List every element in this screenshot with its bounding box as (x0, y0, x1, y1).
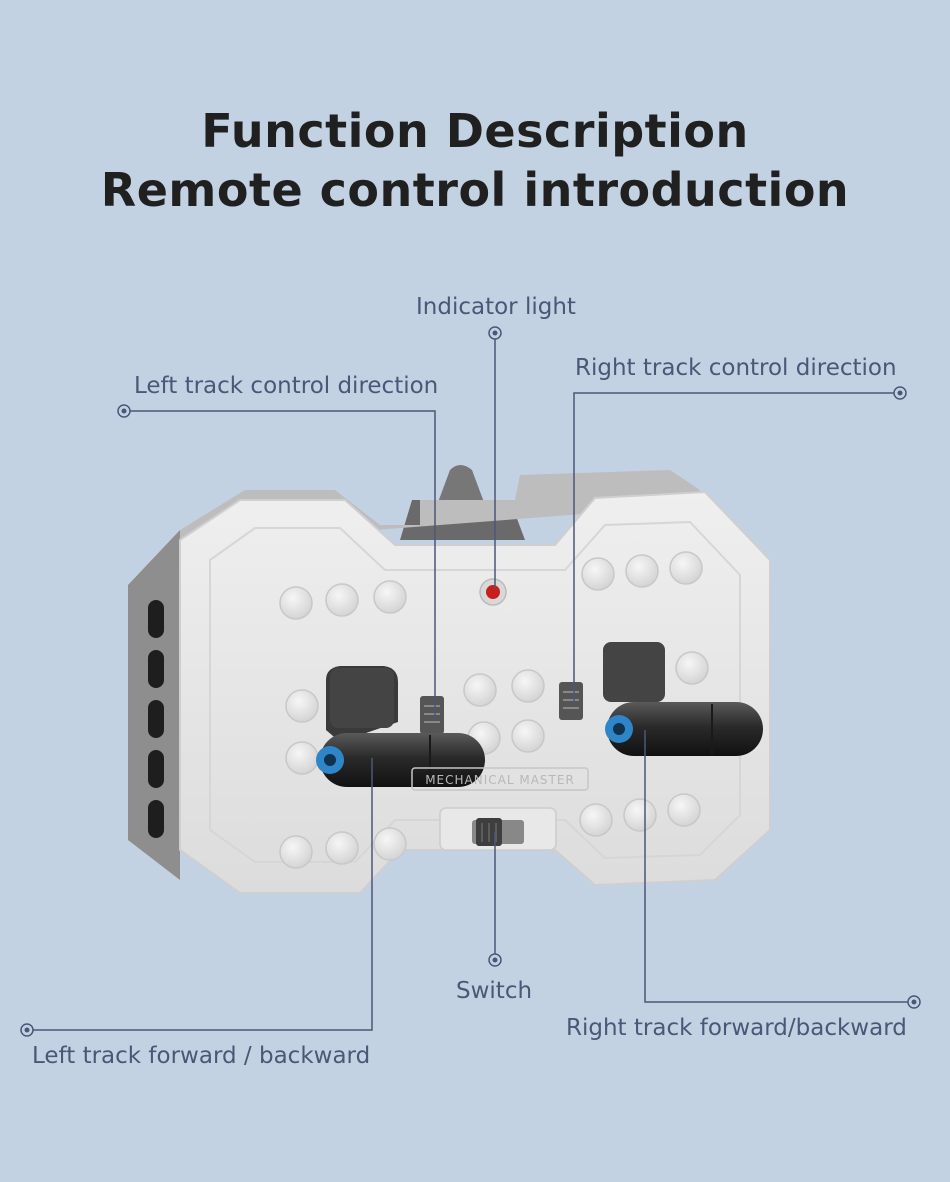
right-direction-slider[interactable] (559, 682, 583, 720)
label-right-track-direction: Right track control direction (575, 355, 897, 381)
label-switch: Switch (456, 978, 533, 1004)
label-left-track-direction: Left track control direction (134, 373, 439, 399)
page-title: Function Description (201, 104, 749, 158)
brand-imprint: MECHANICAL MASTER (411, 767, 589, 791)
left-track-lever[interactable] (316, 666, 485, 787)
label-left-track-forward-backward: Left track forward / backward (32, 1043, 371, 1069)
indicator-light (479, 578, 507, 606)
left-direction-slider[interactable] (420, 696, 444, 734)
page-subtitle: Remote control introduction (100, 163, 850, 217)
label-right-track-forward-backward: Right track forward/backward (566, 1015, 907, 1041)
label-indicator-light: Indicator light (416, 294, 576, 320)
callout-dots (20, 326, 921, 1037)
right-track-lever[interactable] (603, 642, 763, 756)
remote-control: MECHANICAL MASTER (128, 465, 771, 894)
power-switch[interactable] (439, 807, 557, 851)
side-connectors (148, 600, 164, 838)
callout-lines (27, 333, 914, 1031)
callout-dot-centers (24, 330, 917, 1033)
brand-imprint-text: MECHANICAL MASTER (425, 773, 575, 787)
